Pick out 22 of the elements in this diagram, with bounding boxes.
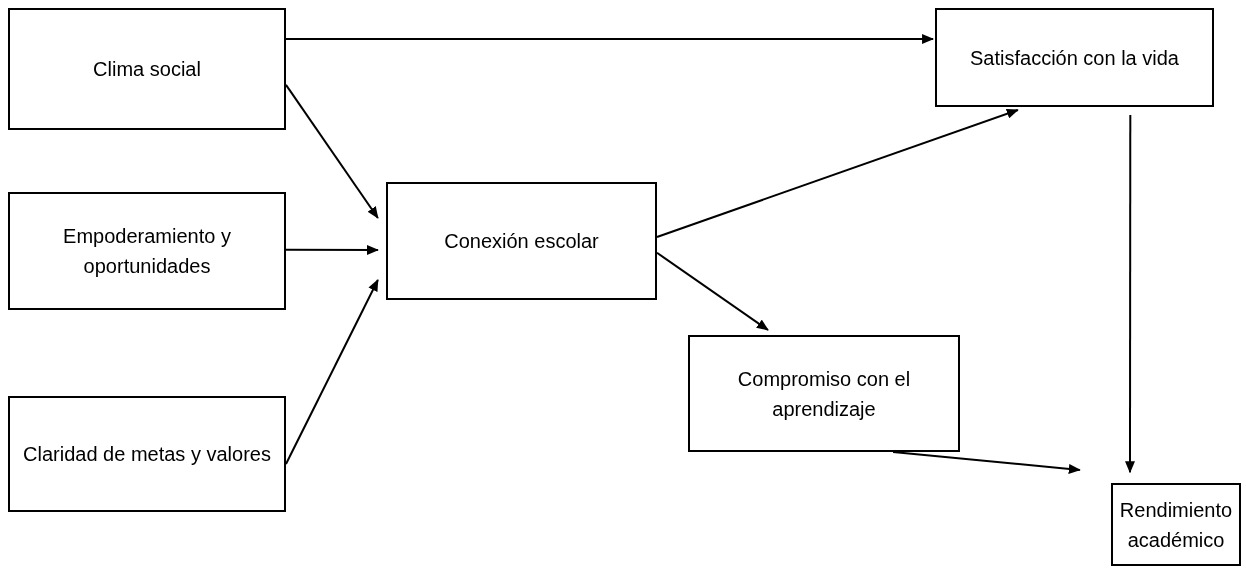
box-label: Clima social (93, 57, 201, 82)
concept-box (8, 396, 286, 512)
concept-box (1111, 483, 1241, 566)
concept-box (8, 192, 286, 310)
arrow (656, 108, 1019, 238)
box-label: Satisfacción con la vida (970, 45, 1179, 71)
arrow (285, 278, 379, 465)
box-label: Claridad de metas y valores (23, 442, 271, 467)
concept-box (8, 8, 286, 130)
arrow (656, 251, 769, 331)
box-label: Conexión escolar (444, 229, 599, 254)
box-label: Rendimiento académico (1119, 497, 1233, 553)
arrow (285, 244, 379, 255)
box-label: Compromiso con el aprendizaje (736, 366, 912, 422)
arrow (285, 83, 379, 219)
box-label: Empoderamiento y oportunidades (62, 224, 232, 279)
concept-box (688, 335, 960, 452)
arrow (285, 34, 935, 44)
arrow (1125, 113, 1135, 474)
concept-box (386, 182, 657, 300)
concept-box (935, 8, 1214, 107)
arrow (892, 451, 1081, 474)
